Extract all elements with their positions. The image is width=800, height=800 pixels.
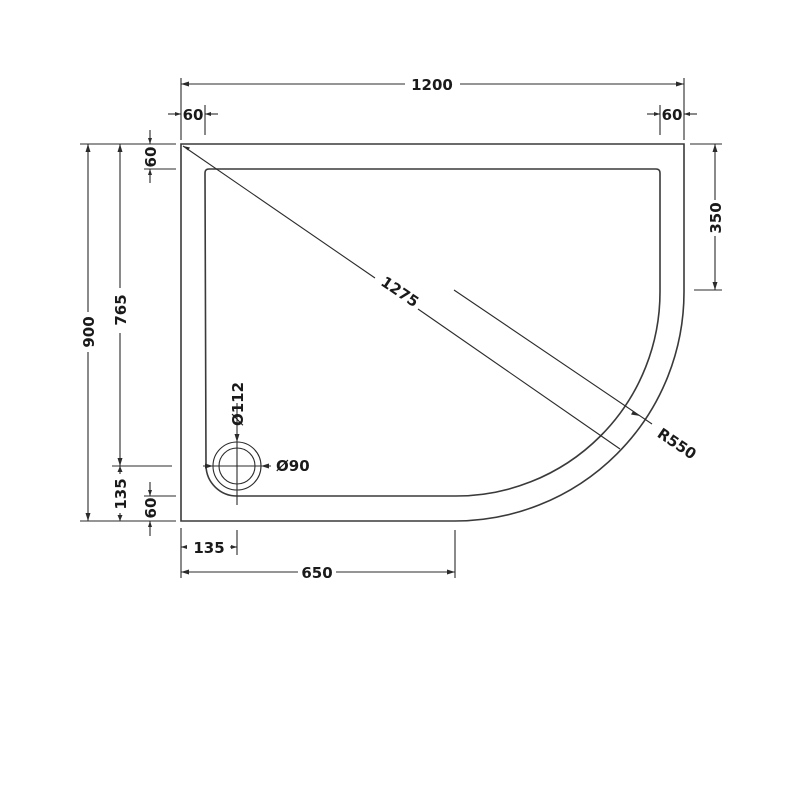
label-top-rim: 60: [142, 147, 160, 168]
label-radius: R550: [654, 424, 700, 463]
diagonal-dimension: [182, 145, 621, 450]
dim-bottom-rim: [144, 482, 176, 536]
label-right-straight: 350: [707, 202, 725, 233]
dim-waste-left: [180, 528, 238, 578]
dim-inner-depth: [112, 144, 172, 467]
label-left-rim: 60: [183, 106, 204, 124]
label-bottom-rim: 60: [142, 498, 160, 519]
dim-left-rim: [168, 105, 218, 135]
label-waste-bottom: 135: [112, 478, 130, 509]
tray-inner-outline: [204, 168, 661, 497]
label-overall-depth: 900: [80, 316, 98, 347]
dim-right-rim: [647, 105, 697, 135]
label-straight-edge: 650: [301, 564, 332, 582]
radius-leader: [453, 289, 653, 425]
dim-right-straight: [690, 143, 722, 291]
dim-overall-width: [180, 78, 685, 140]
waste-outlet: [203, 403, 271, 505]
label-waste-left: 135: [193, 539, 224, 557]
label-inner-depth: 765: [112, 294, 130, 325]
dim-straight-edge: [181, 530, 456, 578]
label-diagonal: 1275: [377, 273, 422, 311]
label-right-rim: 60: [662, 106, 683, 124]
tray-outer-outline: [180, 143, 685, 522]
label-waste-outer-diameter: Ø112: [229, 382, 247, 426]
label-waste-inner-diameter: Ø90: [276, 457, 310, 475]
label-overall-width: 1200: [411, 76, 453, 94]
dim-waste-bottom: [117, 466, 123, 521]
dim-overall-depth: [80, 143, 176, 522]
dim-top-rim: [144, 130, 176, 183]
